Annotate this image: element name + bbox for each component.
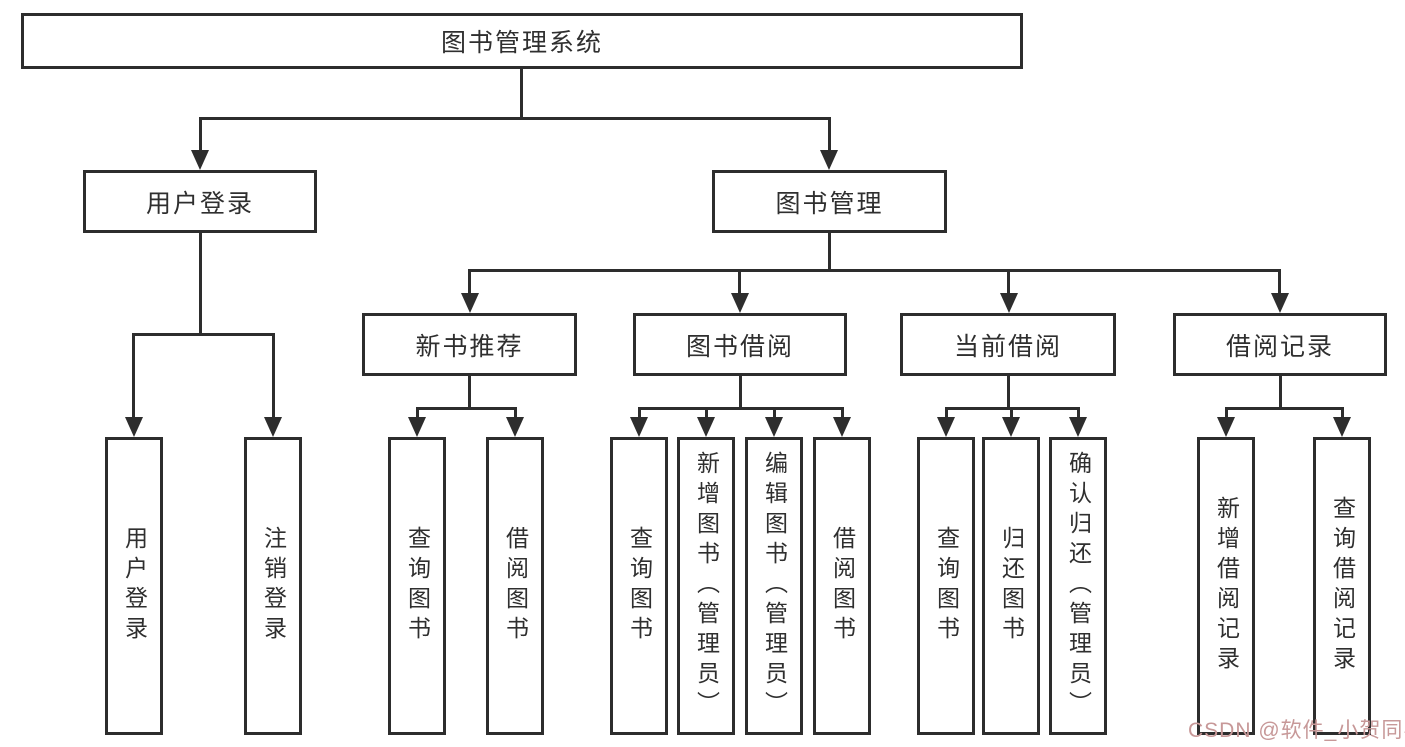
edge-to-leaf — [945, 407, 948, 419]
leaf-label: 新增图书（管理员） — [693, 451, 720, 721]
edge-to-leaf — [638, 407, 641, 419]
edge-to-leaf — [1077, 407, 1080, 419]
edge-to-borrow-record — [1278, 269, 1281, 295]
leaf-label: 查询图书 — [404, 526, 431, 646]
node-label: 图书管理系统 — [440, 29, 603, 57]
arrowhead-icon — [408, 417, 426, 437]
leaf-label: 用户登录 — [121, 526, 148, 646]
edge-root-stem — [520, 69, 523, 118]
edge-user-login-rail — [133, 333, 275, 336]
leaf-edit-books-admin: 编辑图书（管理员） — [745, 437, 803, 735]
node-label: 用户登录 — [145, 189, 254, 218]
edge-book-borrow-rail — [638, 407, 844, 410]
leaf-borrow-books-1: 借阅图书 — [486, 437, 544, 735]
leaf-label: 查询图书 — [933, 526, 960, 646]
leaf-query-borrow-record: 查询借阅记录 — [1313, 437, 1371, 735]
edge-to-current-borrow — [1007, 269, 1010, 295]
edge-to-book-mgmt — [828, 117, 831, 153]
leaf-label: 确认归还（管理员） — [1065, 451, 1092, 721]
arrowhead-icon — [1069, 417, 1087, 437]
edge-to-leaf — [1225, 407, 1228, 419]
edge-book-borrow-stem — [739, 376, 742, 410]
arrowhead-icon — [731, 293, 749, 313]
edge-to-user-login — [199, 117, 202, 153]
arrowhead-icon — [506, 417, 524, 437]
node-borrowing-records: 借阅记录 — [1173, 313, 1387, 376]
arrowhead-icon — [1333, 417, 1351, 437]
arrowhead-icon — [1002, 417, 1020, 437]
leaf-borrow-books-2: 借阅图书 — [813, 437, 871, 735]
leaf-query-books-1: 查询图书 — [388, 437, 446, 735]
leaf-query-books-3: 查询图书 — [917, 437, 975, 735]
arrowhead-icon — [264, 417, 282, 437]
node-library-management-system: 图书管理系统 — [21, 13, 1023, 69]
edge-to-new-book — [468, 269, 471, 295]
edge-to-leaf — [773, 407, 776, 419]
node-user-login: 用户登录 — [83, 170, 317, 233]
edge-user-login-stem — [199, 233, 202, 335]
edge-to-leaf — [705, 407, 708, 419]
arrowhead-icon — [630, 417, 648, 437]
node-label: 新书推荐 — [415, 332, 524, 361]
leaf-label: 借阅图书 — [829, 526, 856, 646]
edge-borrow-record-stem — [1279, 376, 1282, 410]
node-label: 当前借阅 — [953, 332, 1062, 361]
leaf-label: 注销登录 — [260, 526, 287, 646]
arrowhead-icon — [820, 150, 838, 170]
edge-level3-rail — [469, 269, 1281, 272]
edge-current-borrow-stem — [1007, 376, 1010, 410]
node-label: 图书借阅 — [685, 332, 794, 361]
node-book-borrowing: 图书借阅 — [633, 313, 847, 376]
arrowhead-icon — [765, 417, 783, 437]
arrowhead-icon — [833, 417, 851, 437]
leaf-label: 查询借阅记录 — [1329, 496, 1356, 676]
leaf-label: 新增借阅记录 — [1213, 496, 1240, 676]
arrowhead-icon — [461, 293, 479, 313]
node-label: 图书管理 — [775, 189, 884, 218]
leaf-logout: 注销登录 — [244, 437, 302, 735]
edge-to-leaf — [416, 407, 419, 419]
leaf-confirm-return-admin: 确认归还（管理员） — [1049, 437, 1107, 735]
edge-book-mgmt-stem — [828, 233, 831, 271]
leaf-label: 借阅图书 — [502, 526, 529, 646]
edge-to-leaf — [1010, 407, 1013, 419]
leaf-label: 编辑图书（管理员） — [761, 451, 788, 721]
edge-new-book-rail — [416, 407, 517, 410]
arrowhead-icon — [191, 150, 209, 170]
arrowhead-icon — [697, 417, 715, 437]
leaf-query-books-2: 查询图书 — [610, 437, 668, 735]
edge-borrow-record-rail — [1225, 407, 1344, 410]
edge-to-leaf — [272, 333, 275, 419]
arrowhead-icon — [1271, 293, 1289, 313]
node-label: 借阅记录 — [1225, 332, 1334, 361]
leaf-label: 查询图书 — [626, 526, 653, 646]
edge-to-leaf — [841, 407, 844, 419]
leaf-add-books-admin: 新增图书（管理员） — [677, 437, 735, 735]
edge-to-book-borrow — [738, 269, 741, 295]
arrowhead-icon — [937, 417, 955, 437]
edge-to-leaf — [132, 333, 135, 419]
leaf-return-books: 归还图书 — [982, 437, 1040, 735]
node-book-management: 图书管理 — [712, 170, 947, 233]
node-current-borrowing: 当前借阅 — [900, 313, 1116, 376]
watermark: CSDN @软件_小贺同学 — [1188, 719, 1405, 742]
arrowhead-icon — [1217, 417, 1235, 437]
arrowhead-icon — [125, 417, 143, 437]
arrowhead-icon — [1000, 293, 1018, 313]
leaf-user-login: 用户登录 — [105, 437, 163, 735]
edge-to-leaf — [1341, 407, 1344, 419]
leaf-add-borrow-record: 新增借阅记录 — [1197, 437, 1255, 735]
edge-to-leaf — [514, 407, 517, 419]
leaf-label: 归还图书 — [998, 526, 1025, 646]
edge-new-book-stem — [468, 376, 471, 410]
edge-level2-rail — [199, 117, 831, 120]
node-new-book-recommend: 新书推荐 — [362, 313, 577, 376]
